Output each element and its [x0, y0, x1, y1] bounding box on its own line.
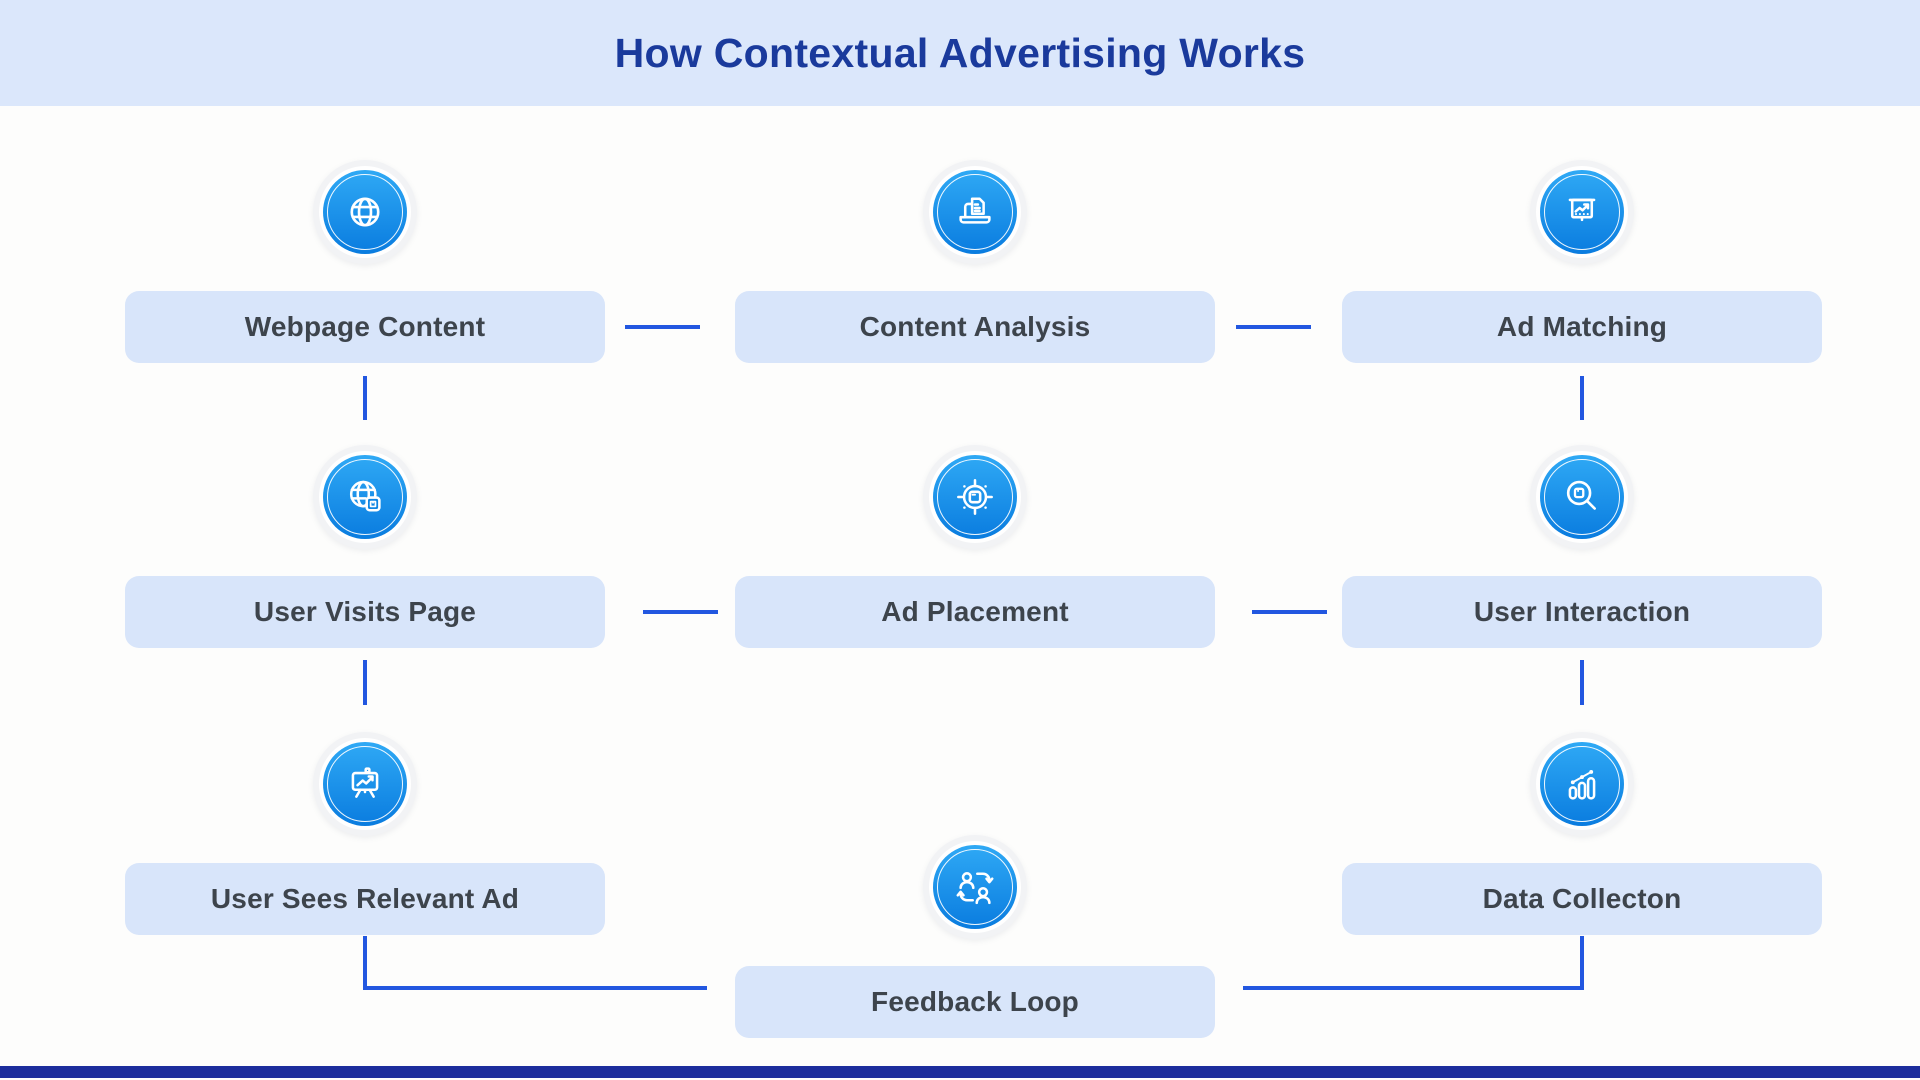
node-label: Feedback Loop: [871, 986, 1079, 1017]
node-label-box: User Visits Page: [125, 576, 605, 648]
easel-chart-icon: [313, 732, 417, 836]
node-user-interaction: User Interaction: [1342, 445, 1822, 648]
node-label: User Interaction: [1473, 596, 1691, 627]
globe-icon: [313, 160, 417, 264]
node-label: User Visits Page: [253, 596, 477, 627]
node-label: Ad Matching: [1496, 311, 1668, 342]
node-label-box: Content Analysis: [735, 291, 1215, 363]
node-label: Data Collecton: [1482, 883, 1682, 914]
node-ad-placement: Ad Placement: [735, 445, 1215, 648]
node-webpage-content: Webpage Content: [125, 160, 605, 363]
header-band: How Contextual Advertising Works: [0, 0, 1920, 106]
node-label: Content Analysis: [859, 311, 1091, 342]
node-user-sees-relevant-ad: User Sees Relevant Ad: [125, 732, 605, 935]
node-label: User Sees Relevant Ad: [210, 883, 520, 914]
arrow-collection-to-feedback: [1243, 936, 1584, 990]
node-label: Ad Placement: [881, 596, 1069, 627]
node-label-box: Ad Placement: [735, 576, 1215, 648]
page-title: How Contextual Advertising Works: [614, 29, 1306, 76]
magnifier-ad-icon: [1530, 445, 1634, 549]
target-ad-icon: [923, 445, 1027, 549]
node-label-box: User Sees Relevant Ad: [125, 863, 605, 935]
footer-accent-bar: [0, 1066, 1920, 1078]
node-label-box: Feedback Loop: [735, 966, 1215, 1038]
node-label-box: Ad Matching: [1342, 291, 1822, 363]
node-label-box: Webpage Content: [125, 291, 605, 363]
node-feedback-loop: Feedback Loop: [735, 835, 1215, 1038]
globe-package-icon: [313, 445, 417, 549]
node-data-collection: Data Collecton: [1342, 732, 1822, 935]
presentation-chart-icon: [1530, 160, 1634, 264]
node-label: Webpage Content: [244, 311, 486, 342]
node-label-box: Data Collecton: [1342, 863, 1822, 935]
node-content-analysis: Content Analysis: [735, 160, 1215, 363]
node-ad-matching: Ad Matching: [1342, 160, 1822, 363]
arrow-sees-to-feedback: [363, 936, 707, 990]
bar-chart-trend-icon: [1530, 732, 1634, 836]
people-exchange-icon: [923, 835, 1027, 939]
laptop-document-icon: [923, 160, 1027, 264]
node-label-box: User Interaction: [1342, 576, 1822, 648]
node-user-visits-page: User Visits Page: [125, 445, 605, 648]
